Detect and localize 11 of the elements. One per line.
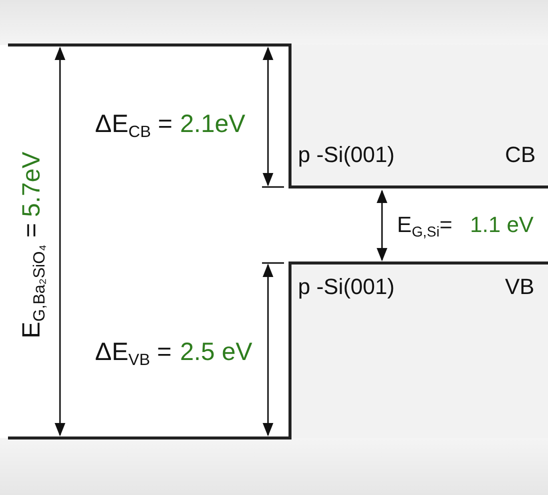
band-label: p -Si(001) [298, 276, 395, 298]
band-label: VB [505, 276, 534, 298]
band-label: ΔE$_{VB}$ = [95, 340, 172, 365]
band-label: E$_{G,Si}$= [397, 214, 452, 236]
band-label: ΔE$_{CB}$ = [95, 112, 172, 137]
band-label: CB [505, 144, 536, 166]
energy-value: 5.7eV [20, 152, 44, 218]
energy-value: 2.5 eV [180, 340, 252, 365]
band-label: p -Si(001) [298, 144, 395, 166]
energy-value: 2.1eV [180, 112, 246, 137]
energy-value: 1.1 eV [470, 214, 534, 236]
